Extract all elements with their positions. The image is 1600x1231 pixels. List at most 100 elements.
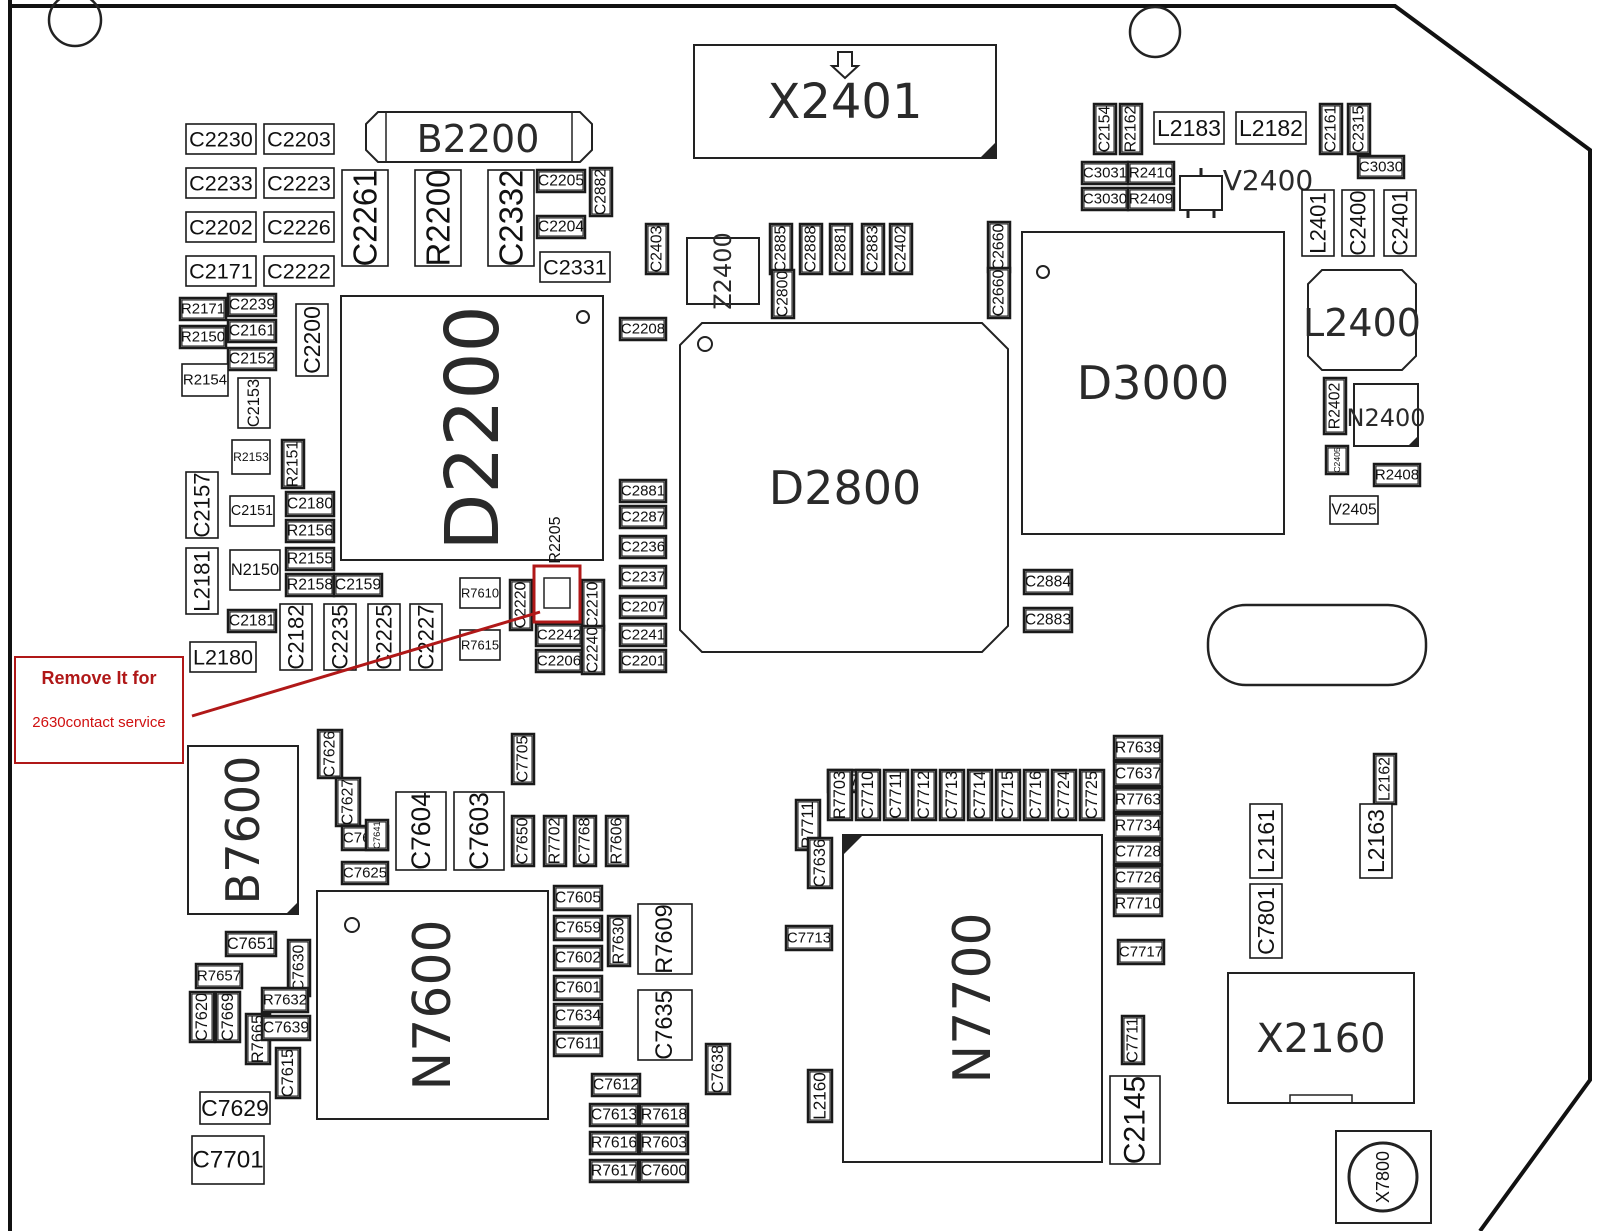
smd-inner-outline: [287, 493, 333, 515]
smd-inner-outline: [1053, 771, 1075, 819]
smd-label: R2408: [1375, 467, 1419, 484]
smd-outline: [260, 986, 310, 1014]
smd-inner-outline: [343, 863, 387, 883]
smd-outline: [510, 814, 536, 868]
smd-outline: [1118, 102, 1144, 156]
smd-label: C2881: [833, 226, 850, 273]
smd-inner-outline: [707, 1045, 729, 1093]
smd-c2882: C2882: [588, 166, 614, 218]
smd-c7717: C7717: [1116, 938, 1166, 966]
smd-inner-outline: [181, 299, 225, 319]
smd-label: C7713: [943, 771, 961, 819]
smd-c3031: C3031: [1080, 160, 1130, 186]
annotation-line1: Remove It for: [41, 668, 157, 688]
smd-outline: [181, 363, 229, 397]
smd-inner-outline: [1115, 815, 1161, 837]
smd-r7603: R7603: [638, 1130, 690, 1156]
smd-inner-outline: [1327, 447, 1347, 473]
smd-r2162: R2162: [1118, 102, 1144, 156]
smd-label: C2204: [538, 219, 585, 236]
smd-label: L2161: [1253, 809, 1279, 873]
smd-inner-outline: [1115, 867, 1161, 889]
smd-r7618: R7618: [638, 1102, 690, 1128]
smd-label: R2409: [1129, 191, 1173, 208]
d2800-label: D2800: [769, 461, 922, 515]
smd-outline: [618, 622, 668, 648]
smd-c7634: C7634: [552, 1002, 604, 1030]
smd-outline: [453, 791, 505, 871]
smd-outline: [229, 495, 275, 527]
smd-label: C2883: [865, 226, 882, 273]
smd-label: R7609: [652, 904, 678, 974]
slot-outline: [1206, 603, 1428, 687]
smd-label: C2151: [231, 503, 273, 519]
smd-outline: [189, 641, 257, 673]
smd-outline: [938, 768, 966, 822]
smd-outline: [459, 577, 501, 609]
z2400-label: Z2400: [709, 232, 737, 310]
smd-label: R7616: [591, 1135, 638, 1152]
smd-outline: [638, 1158, 690, 1184]
smd-outline: [588, 166, 614, 218]
smd-outline: [1356, 154, 1406, 180]
smd-label: R7606: [609, 818, 626, 865]
smd-outline: [340, 860, 390, 886]
smd-label: R2155: [287, 551, 334, 568]
smd-r2200: R2200: [414, 169, 462, 267]
smd-label: C2236: [621, 539, 665, 556]
smd-inner-outline: [1115, 893, 1161, 915]
smd-outline: [487, 169, 535, 267]
smd-inner-outline: [621, 567, 665, 587]
smd-inner-outline: [227, 933, 275, 955]
smd-outline: [552, 914, 604, 942]
smd-inner-outline: [583, 627, 603, 673]
mounting-hole: [47, 0, 103, 48]
smd-c2201: C2201: [618, 648, 668, 674]
smd-c2888: C2888: [798, 222, 824, 276]
smd-c7651: C7651: [224, 930, 278, 958]
smd-label: R2171: [181, 301, 225, 318]
smd-c7714: C7714: [966, 768, 994, 822]
smd-outline: [1329, 495, 1379, 525]
smd-c2226: C2226: [263, 211, 335, 243]
smd-outline: [535, 214, 587, 240]
smd-inner-outline: [591, 1105, 637, 1125]
smd-outline: [414, 169, 462, 267]
smd-outline: [178, 296, 228, 322]
smd-r2150: R2150: [178, 324, 228, 350]
smd-label: N2150: [231, 561, 279, 579]
smd-c2202: C2202: [185, 211, 257, 243]
smd-label: L2183: [1157, 115, 1221, 141]
smd-c2159: C2159: [332, 572, 384, 598]
smd-outline: [860, 222, 886, 276]
smd-inner-outline: [609, 917, 629, 965]
smd-l2161: L2161: [1249, 803, 1283, 879]
smd-c7620: C7620: [188, 990, 216, 1044]
smd-label: C2882: [593, 169, 610, 215]
smd-inner-outline: [555, 977, 601, 999]
smd-c2237: C2237: [618, 564, 668, 590]
smd-r7632: R7632: [260, 986, 310, 1014]
smd-outline: [588, 1130, 640, 1156]
smd-inner-outline: [591, 1133, 637, 1153]
smd-outline: [263, 123, 335, 155]
component-b7600: B7600: [187, 745, 299, 915]
smd-r2155: R2155: [284, 546, 336, 572]
smd-outline: [284, 518, 336, 544]
smd-c2331: C2331: [539, 251, 611, 283]
smd-c2800: C2800: [770, 268, 796, 320]
smd-label: C7717: [1119, 944, 1163, 961]
smd-c2881: C2881: [828, 222, 854, 276]
smd-label: C2159: [335, 577, 381, 594]
smd-c3030: C3030: [1356, 154, 1406, 180]
smd-outline: [552, 974, 604, 1002]
smd-c2153: C2153: [237, 377, 271, 429]
smd-label: C7714: [971, 771, 989, 819]
smd-label: C2239: [229, 297, 275, 314]
smd-l2180: L2180: [189, 641, 257, 673]
smd-outline: [806, 1068, 834, 1124]
smd-inner-outline: [885, 771, 907, 819]
smd-label: C2208: [621, 321, 665, 338]
component-n7600: N7600: [316, 890, 549, 1120]
